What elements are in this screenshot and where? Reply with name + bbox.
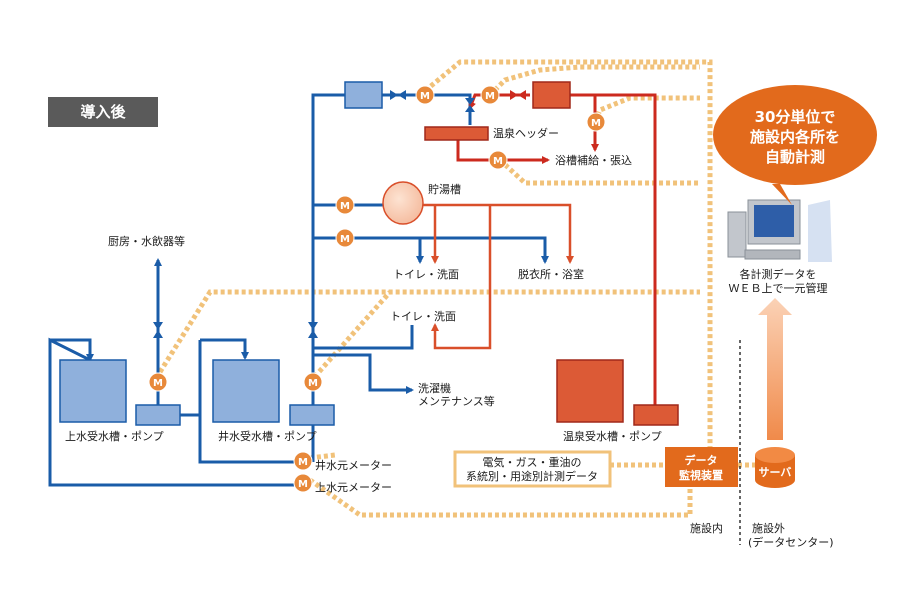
label-web-2: ＷＥＢ上で一元管理 bbox=[729, 281, 828, 295]
hot-pipes bbox=[420, 203, 574, 350]
meter-icon: M bbox=[303, 372, 323, 392]
meter-icon: M bbox=[480, 85, 500, 105]
valve-icon-red bbox=[510, 90, 526, 100]
svg-text:M: M bbox=[340, 234, 350, 245]
other-metering-line-2: 系統別・用途別計測データ bbox=[466, 469, 598, 483]
label-toilet2: トイレ・洗面 bbox=[390, 310, 456, 323]
bubble-line-2: 施設内各所を bbox=[750, 128, 840, 146]
speech-bubble: 30分単位で 施設内各所を 自動計測 bbox=[713, 85, 877, 205]
svg-text:M: M bbox=[298, 479, 308, 490]
label-onsen-tank: 温泉受水槽・ポンプ bbox=[563, 429, 662, 443]
monitor-line-1: データ bbox=[685, 453, 718, 467]
onsen-header-box bbox=[424, 126, 489, 141]
bubble-line-3: 自動計測 bbox=[765, 148, 825, 166]
svg-text:M: M bbox=[308, 378, 318, 389]
well-pump bbox=[289, 404, 335, 426]
valve-icon bbox=[153, 90, 475, 338]
label-tap-tank: 上水受水槽・ポンプ bbox=[65, 430, 164, 443]
label-kitchen: 厨房・水飲器等 bbox=[108, 234, 185, 248]
label-onsen-header: 温泉ヘッダー bbox=[493, 126, 559, 140]
label-well-tank: 井水受水槽・ポンプ bbox=[218, 429, 317, 443]
label-web-1: 各計測データを bbox=[740, 267, 817, 281]
water-filter-box bbox=[344, 81, 383, 109]
label-storage: 貯湯槽 bbox=[428, 183, 461, 196]
label-well-meter: 井水元メーター bbox=[315, 458, 392, 472]
meter-icon: M bbox=[148, 372, 168, 392]
svg-text:M: M bbox=[340, 201, 350, 212]
svg-text:M: M bbox=[420, 91, 430, 102]
other-metering-line-1: 電気・ガス・重油の bbox=[483, 455, 582, 469]
meter-icon: M bbox=[415, 85, 435, 105]
water-pipes bbox=[48, 93, 549, 487]
monitor-line-2: 監視装置 bbox=[679, 468, 723, 482]
onsen-pump bbox=[633, 404, 679, 426]
label-washer-2: メンテナンス等 bbox=[418, 394, 495, 408]
meter-icon: M bbox=[335, 228, 355, 248]
bubble-line-1: 30分単位で bbox=[755, 108, 836, 126]
data-monitor: データ 監視装置 bbox=[665, 447, 738, 487]
server-label: サーバ bbox=[759, 466, 792, 479]
svg-text:M: M bbox=[298, 457, 308, 468]
meter-icon: M bbox=[586, 112, 606, 132]
label-bath-supply: 浴槽補給・張込 bbox=[555, 153, 632, 167]
label-dressing: 脱衣所・浴室 bbox=[518, 267, 584, 281]
computer-icon bbox=[727, 199, 832, 262]
badge: 導入後 bbox=[48, 97, 158, 127]
label-washer-1: 洗濯機 bbox=[418, 381, 451, 395]
label-outside-2: (データセンター) bbox=[748, 535, 834, 549]
label-outside-1: 施設外 bbox=[752, 521, 785, 535]
storage-tank bbox=[382, 181, 424, 225]
meter-icon: M bbox=[335, 195, 355, 215]
well-water-tank bbox=[212, 359, 280, 423]
onsen-heater-box bbox=[532, 81, 571, 109]
label-inside: 施設内 bbox=[690, 521, 723, 535]
svg-text:M: M bbox=[493, 156, 503, 167]
label-tap-meter: 上水元メーター bbox=[315, 481, 392, 494]
tap-water-tank bbox=[59, 359, 127, 423]
svg-text:M: M bbox=[153, 378, 163, 389]
svg-text:M: M bbox=[485, 91, 495, 102]
onsen-water-tank bbox=[556, 359, 624, 423]
meter-icon: M bbox=[488, 150, 508, 170]
badge-text: 導入後 bbox=[80, 103, 126, 121]
label-toilet1: トイレ・洗面 bbox=[393, 268, 459, 281]
onsen-pipes bbox=[456, 93, 657, 405]
tap-pump bbox=[135, 404, 181, 426]
other-metering-box: 電気・ガス・重油の 系統別・用途別計測データ bbox=[453, 450, 612, 488]
server-icon: サーバ bbox=[755, 447, 795, 488]
meter-icon: M bbox=[293, 473, 313, 493]
svg-text:M: M bbox=[591, 118, 601, 129]
meter-icon: M bbox=[293, 451, 313, 471]
arrow-up-icon bbox=[758, 298, 792, 440]
